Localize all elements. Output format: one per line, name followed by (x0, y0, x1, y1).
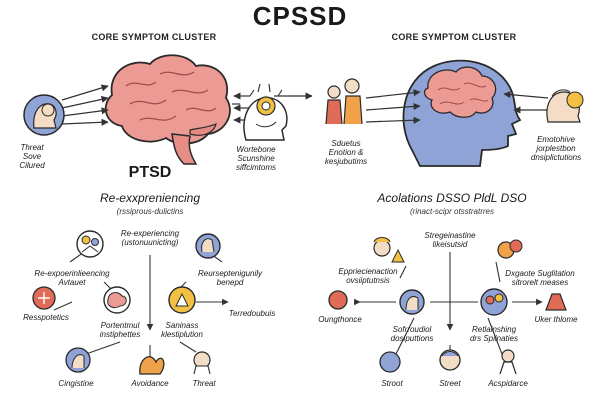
icon-far-right-right (545, 293, 567, 311)
page-title: CPSSD (252, 1, 348, 31)
left-node-far-right: Terredoubuis (228, 309, 276, 318)
left-section-subheading: (rssiprous-dulictins (116, 207, 184, 216)
icon-bottom-1-left (65, 347, 91, 373)
right-section-subheading: (rinact-scipr otsstratrres (409, 207, 495, 216)
stressed-head-icon-left (243, 83, 288, 141)
icon-bottom-3-right (499, 349, 517, 375)
right-cluster-heading: CORE SYMPTOM CLUSTER (391, 32, 517, 42)
left-node-bottom-3: Threat (192, 379, 216, 388)
icon-far-left (32, 286, 56, 310)
icon-center-left-right (399, 289, 425, 315)
icon-warning-left (168, 286, 196, 314)
icon-far-left-right (328, 290, 348, 310)
left-node-bottom-2: Avoidance (131, 379, 169, 388)
right-node-bottom-1: Stroot (381, 379, 403, 388)
brain-illustration-left (104, 54, 231, 165)
left-section-heading: Re-exxpreniencing (99, 191, 201, 205)
right-section-heading: Acolations DSSO PldL DSO (377, 191, 527, 205)
left-node-top: Re-experiencing(ustonuunicting) (120, 229, 180, 247)
arrows-left-top (61, 84, 313, 126)
icon-bottom-2-right (439, 349, 461, 371)
left-cluster-heading: CORE SYMPTOM CLUSTER (91, 32, 217, 42)
icon-top-right-lower (195, 233, 221, 259)
icon-center-right-right (480, 288, 508, 316)
flow-lines-left (53, 241, 229, 360)
icon-brain-small-left (103, 286, 131, 314)
people-icon-right-left (325, 78, 363, 125)
right-node-bottom-3: Acspidarce (488, 379, 528, 388)
icon-bottom-2-left (139, 356, 165, 375)
right-node-far-left: Oungthonce (318, 315, 362, 324)
ptsd-label: PTSD (128, 164, 172, 181)
right-node-bottom-2: Street (439, 379, 461, 388)
icon-bottom-1-right (379, 351, 401, 373)
threat-head-icon-left (23, 94, 65, 136)
emotion-head-icon-right (546, 89, 584, 123)
icon-top-left-lower-right (373, 237, 405, 263)
icon-top-left-lower (76, 230, 104, 258)
icon-top-right-lower-right (497, 239, 523, 259)
left-node-far-left: Resspotetics (23, 313, 69, 322)
head-silhouette-right (402, 59, 522, 167)
right-node-far-right: Uker thlome (534, 315, 578, 324)
flow-lines-right (354, 252, 543, 358)
left-node-bottom-1: Cingistine (58, 379, 94, 388)
icon-bottom-3-left (193, 351, 211, 375)
arrows-right-top (365, 89, 549, 124)
